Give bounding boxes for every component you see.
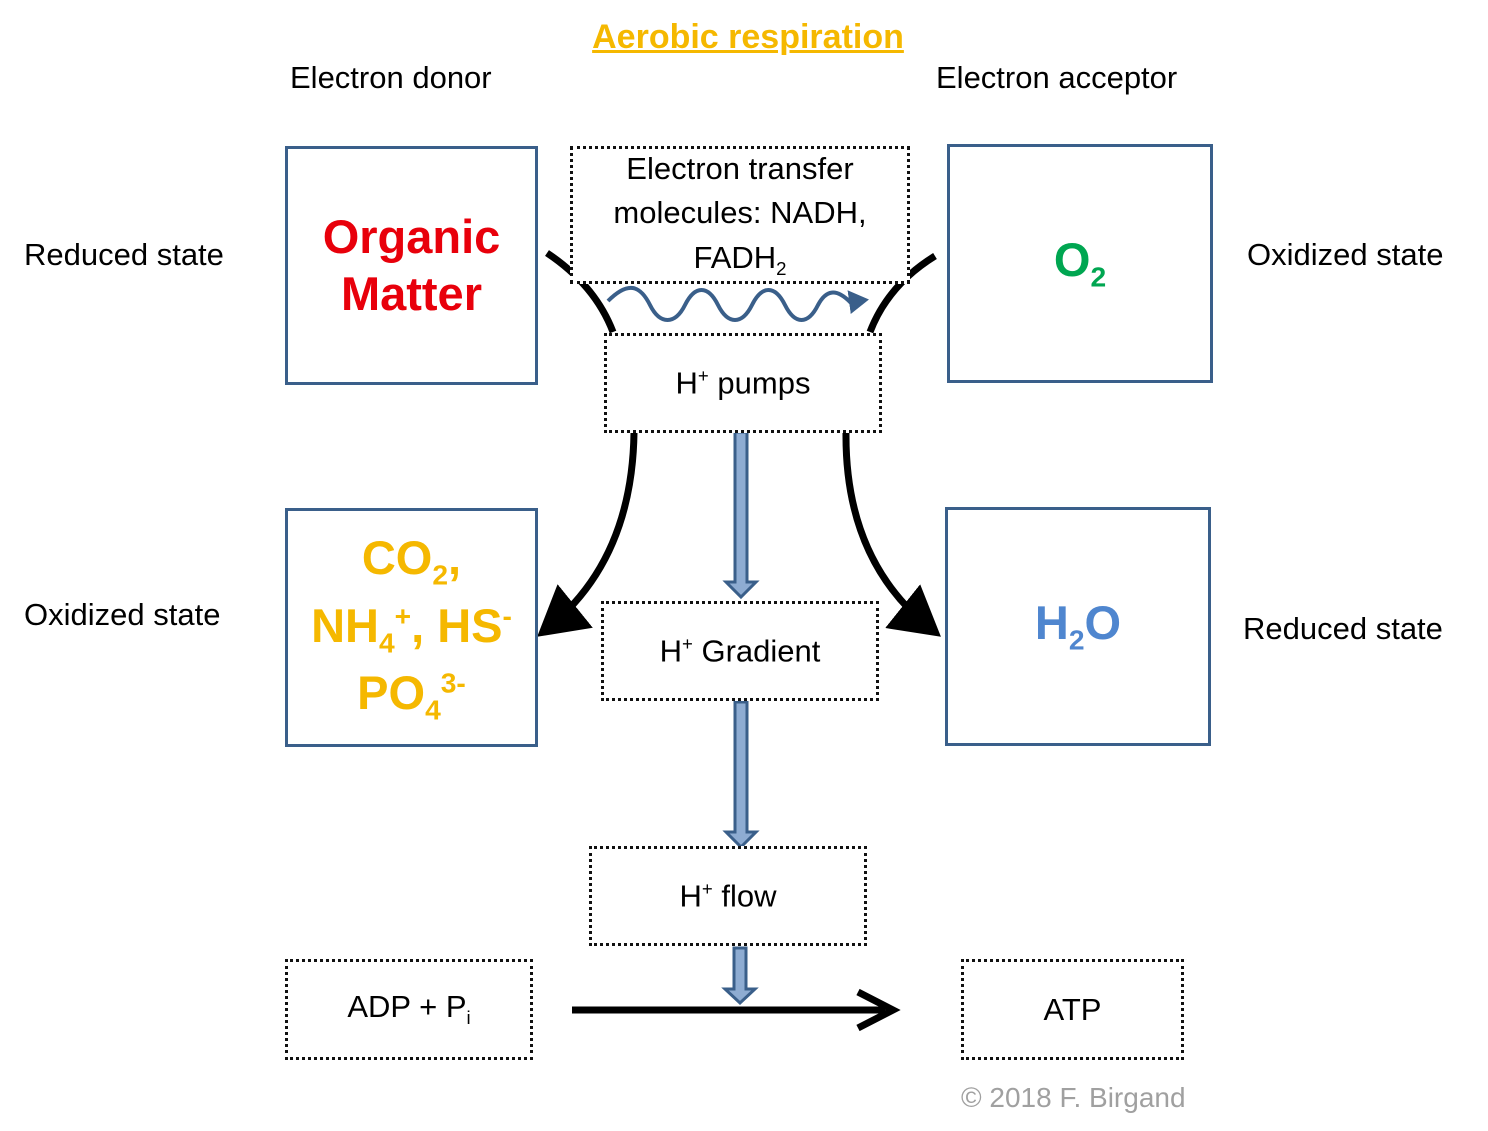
oxygen-box: O2 bbox=[947, 144, 1213, 383]
flow-to-atp-arrow bbox=[721, 946, 759, 1006]
electron-wave-arrow bbox=[606, 286, 869, 322]
atp-box: ATP bbox=[961, 959, 1184, 1060]
electron-donor-header: Electron donor bbox=[290, 60, 492, 95]
organic-line2: Matter bbox=[340, 266, 482, 320]
organic-line1: Organic bbox=[322, 210, 501, 264]
po4-text: PO43- bbox=[357, 666, 466, 726]
right-top-arc bbox=[866, 253, 937, 334]
gradient-to-flow-arrow bbox=[722, 700, 760, 850]
left-curved-arrow bbox=[537, 432, 638, 637]
right-reduced-state-label: Reduced state bbox=[1243, 611, 1443, 646]
left-reduced-state-label: Reduced state bbox=[24, 237, 224, 272]
water-box: H2O bbox=[945, 507, 1211, 746]
electron-acceptor-header: Electron acceptor bbox=[936, 60, 1178, 95]
oxidized-products-box: CO2, NH4+, HS- PO43- bbox=[285, 508, 538, 747]
left-oxidized-state-label: Oxidized state bbox=[24, 597, 221, 632]
nh4-hs-text: NH4+, HS- bbox=[311, 598, 512, 659]
electron-transfer-box: Electron transfer molecules: NADH, FADH2 bbox=[570, 146, 910, 284]
diagram-title: Aerobic respiration bbox=[592, 18, 904, 56]
h-gradient-box: H+ Gradient bbox=[601, 601, 879, 701]
right-oxidized-state-label: Oxidized state bbox=[1247, 237, 1444, 272]
left-top-arc bbox=[545, 250, 617, 334]
adp-pi-box: ADP + Pi bbox=[285, 959, 533, 1060]
h-pumps-box: H+ pumps bbox=[604, 333, 882, 433]
h-flow-box: H+ flow bbox=[589, 846, 867, 946]
co2-text: CO2, bbox=[361, 531, 462, 591]
organic-matter-box: Organic Matter bbox=[285, 146, 538, 385]
copyright-notice: © 2018 F. Birgand bbox=[961, 1082, 1186, 1113]
pumps-to-gradient-arrow bbox=[722, 430, 760, 600]
right-curved-arrow bbox=[842, 432, 941, 637]
